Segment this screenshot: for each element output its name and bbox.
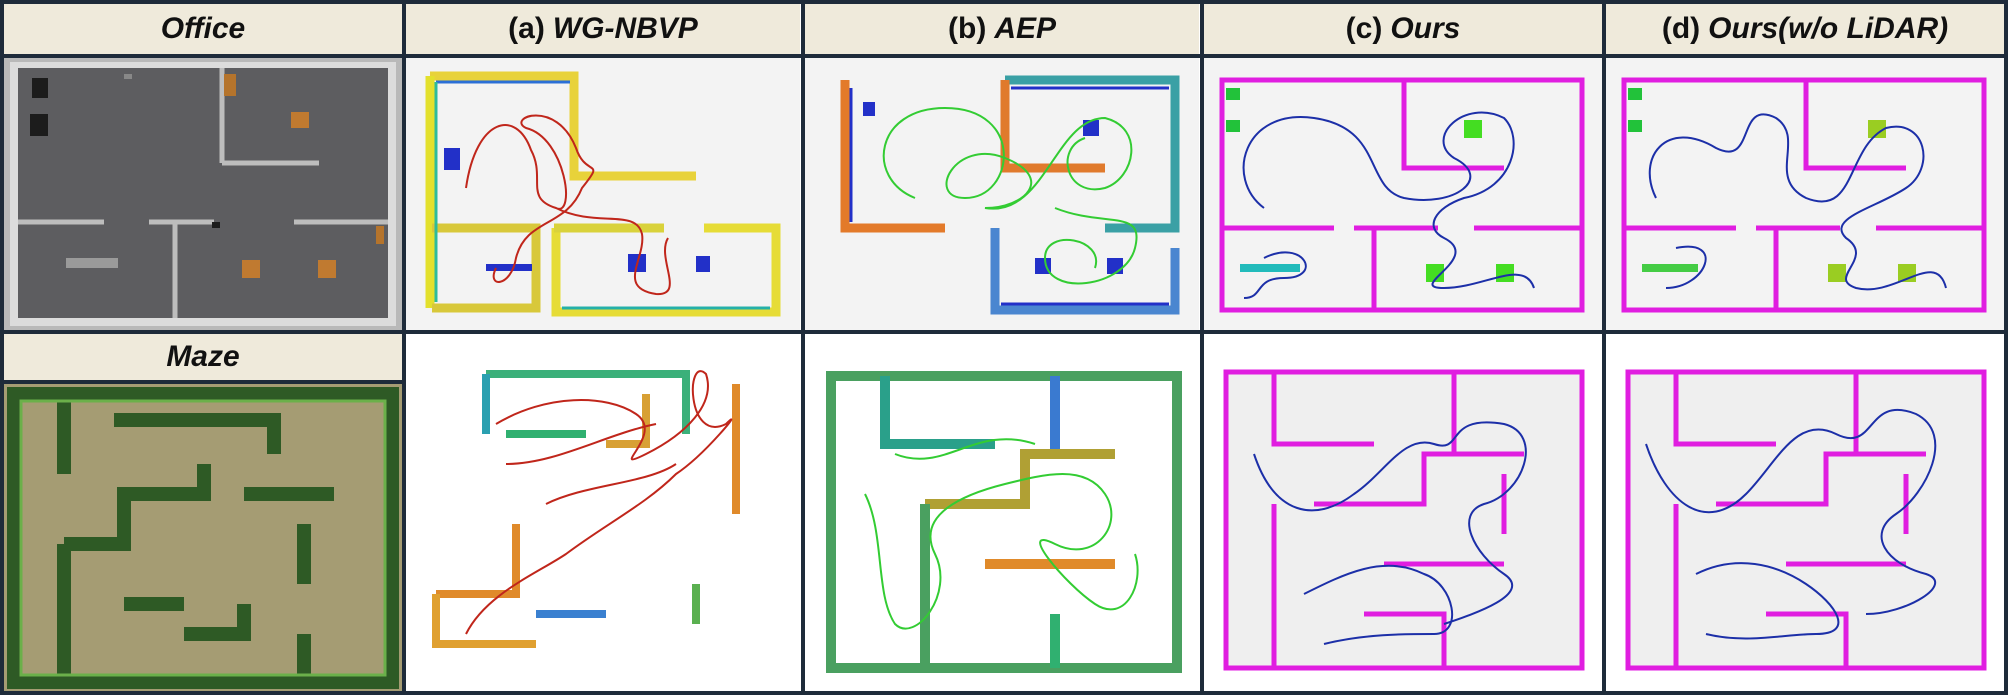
column-header-d: (d) Ours(w/o LiDAR): [1606, 4, 2004, 54]
grid-line: [1200, 0, 1204, 695]
office-map-ours: [1204, 58, 1602, 330]
office-map-ours-wo-lidar: [1606, 58, 2004, 330]
grid-line: [1602, 0, 1606, 695]
grid-line: [2004, 0, 2008, 695]
grid-line: [402, 0, 406, 695]
column-b-prefix: (b): [948, 12, 987, 45]
maze-map-ours-wo-lidar: [1606, 334, 2004, 691]
grid-line: [801, 0, 805, 695]
grid-line: [0, 0, 4, 695]
office-scene-image: [4, 58, 402, 330]
grid-line: [0, 330, 2008, 334]
grid-line: [0, 380, 402, 384]
column-c-prefix: (c): [1345, 12, 1383, 45]
grid-line: [0, 54, 2008, 58]
row-label-maze: Maze: [4, 334, 402, 380]
column-d-name: Ours(w/o LiDAR): [1708, 12, 1949, 45]
maze-map-ours: [1204, 334, 1602, 691]
column-header-c: (c) Ours: [1204, 4, 1602, 54]
office-map-aep: [805, 58, 1199, 330]
column-a-name: WG-NBVP: [552, 12, 698, 45]
column-b-name: AEP: [994, 12, 1056, 45]
office-map-wg-nbvp: [406, 58, 800, 330]
maze-scene-image: [4, 384, 402, 691]
row-label-maze-text: Maze: [166, 340, 240, 373]
column-a-prefix: (a): [508, 12, 545, 45]
column-header-b: (b) AEP: [805, 4, 1199, 54]
row-label-office: Office: [4, 4, 402, 54]
maze-map-aep: [805, 334, 1199, 691]
grid-line: [0, 0, 2008, 4]
column-d-prefix: (d): [1661, 12, 1701, 45]
maze-map-wg-nbvp: [406, 334, 800, 691]
grid-line: [0, 691, 2008, 695]
column-c-name: Ours: [1390, 12, 1461, 45]
row-label-office-text: Office: [160, 12, 246, 45]
column-header-a: (a) WG-NBVP: [406, 4, 800, 54]
